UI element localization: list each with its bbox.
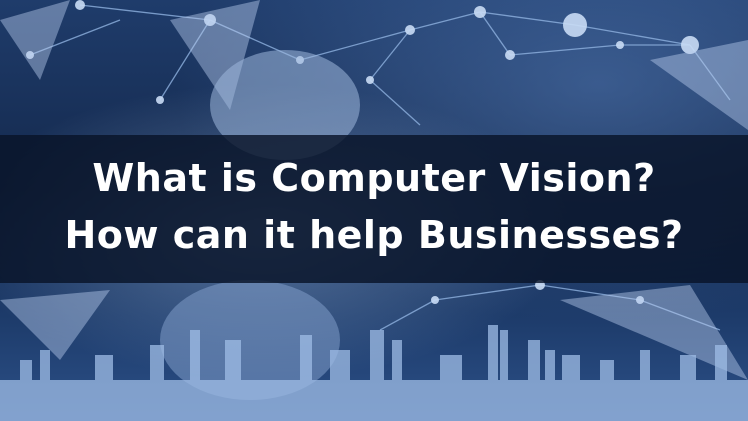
robot-head-silhouette (160, 50, 360, 400)
network-lines (29, 4, 731, 331)
title-line-1: What is Computer Vision? (92, 156, 656, 200)
title-line-2: How can it help Businesses? (64, 213, 684, 257)
banner-title: What is Computer Vision? How can it help… (0, 150, 748, 264)
title-band (0, 135, 748, 283)
city-skyline (0, 325, 748, 421)
